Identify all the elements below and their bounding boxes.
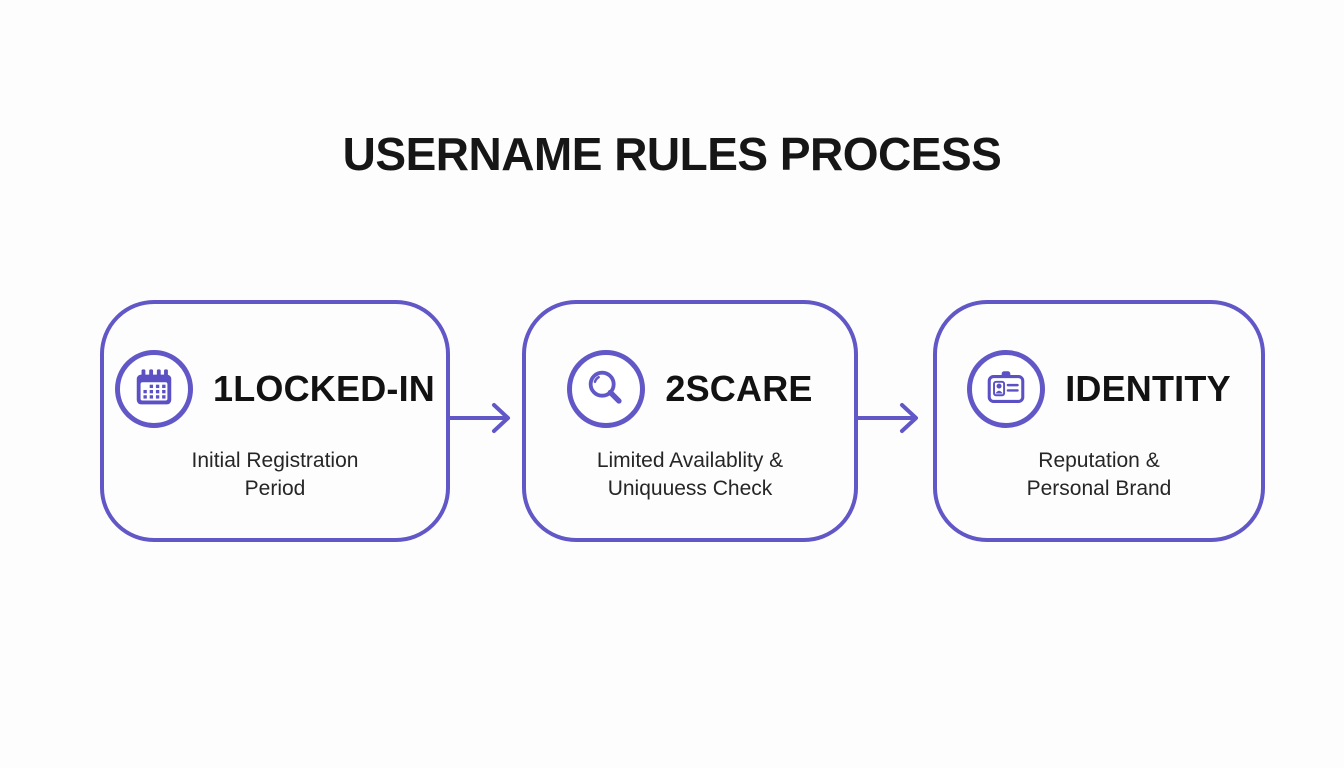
arrow-right-icon: [857, 403, 918, 433]
step-heading: IDENTITY: [1065, 368, 1231, 409]
step-card-identity: IDENTITY Reputation & Personal Brand: [933, 300, 1265, 542]
step-subtitle: Reputation & Personal Brand: [1026, 449, 1172, 500]
step-subtitle: Limited Availablity & Uniquuess Check: [596, 449, 784, 500]
id-card-icon: [967, 350, 1046, 428]
step-icon-row: 1LOCKED-IN: [114, 350, 435, 428]
step-card-locked-in: 1LOCKED-IN Initial Registration Period: [100, 300, 450, 542]
step-card-scare: 2SCARE Limited Availablity & Uniquuess C…: [522, 300, 858, 542]
calendar-icon: [114, 350, 193, 428]
step-subtitle: Initial Registration Period: [191, 449, 359, 500]
step-icon-row: 2SCARE: [567, 350, 812, 428]
arrow-right-icon: [449, 403, 510, 433]
search-icon: [567, 350, 646, 428]
step-heading: 2SCARE: [665, 368, 813, 409]
step-icon-row: IDENTITY: [967, 350, 1231, 428]
page-title: USERNAME RULES PROCESS: [342, 128, 1002, 180]
step-heading: 1LOCKED-IN: [212, 368, 435, 409]
